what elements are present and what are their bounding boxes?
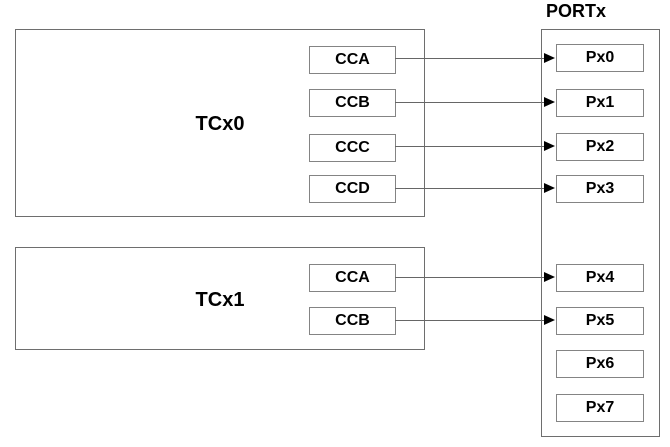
- tcx0-label: TCx0: [195, 113, 245, 135]
- tcx0-channel-ccc: CCC: [309, 134, 396, 162]
- tcx0-channel-ccd: CCD: [309, 175, 396, 203]
- tcx1-channel-ccb: CCB: [309, 307, 396, 335]
- arrow-line: [395, 58, 545, 59]
- tcx1-label: TCx1: [195, 289, 245, 311]
- pin-px4: Px4: [556, 264, 644, 292]
- arrowhead-right-icon: [544, 141, 555, 151]
- port-title: PORTx: [546, 1, 607, 21]
- portx-block: Px0 Px1 Px2 Px3 Px4 Px5 Px6 Px7: [541, 29, 660, 437]
- arrow-line: [395, 146, 545, 147]
- arrowhead-right-icon: [544, 183, 555, 193]
- arrowhead-right-icon: [544, 272, 555, 282]
- pin-px7: Px7: [556, 394, 644, 422]
- pin-px6: Px6: [556, 350, 644, 378]
- tcx0-block: TCx0 CCA CCB CCC CCD: [15, 29, 425, 217]
- pin-px5: Px5: [556, 307, 644, 335]
- tcx1-channel-cca: CCA: [309, 264, 396, 292]
- pin-px3: Px3: [556, 175, 644, 203]
- arrow-line: [395, 277, 545, 278]
- pin-px0: Px0: [556, 44, 644, 72]
- tcx0-channel-cca: CCA: [309, 46, 396, 74]
- arrowhead-right-icon: [544, 315, 555, 325]
- pin-px2: Px2: [556, 133, 644, 161]
- tcx0-channel-ccb: CCB: [309, 89, 396, 117]
- arrowhead-right-icon: [544, 97, 555, 107]
- arrowhead-right-icon: [544, 53, 555, 63]
- arrow-line: [395, 102, 545, 103]
- arrow-line: [395, 320, 545, 321]
- arrow-line: [395, 188, 545, 189]
- tcx1-block: TCx1 CCA CCB: [15, 247, 425, 350]
- pin-px1: Px1: [556, 89, 644, 117]
